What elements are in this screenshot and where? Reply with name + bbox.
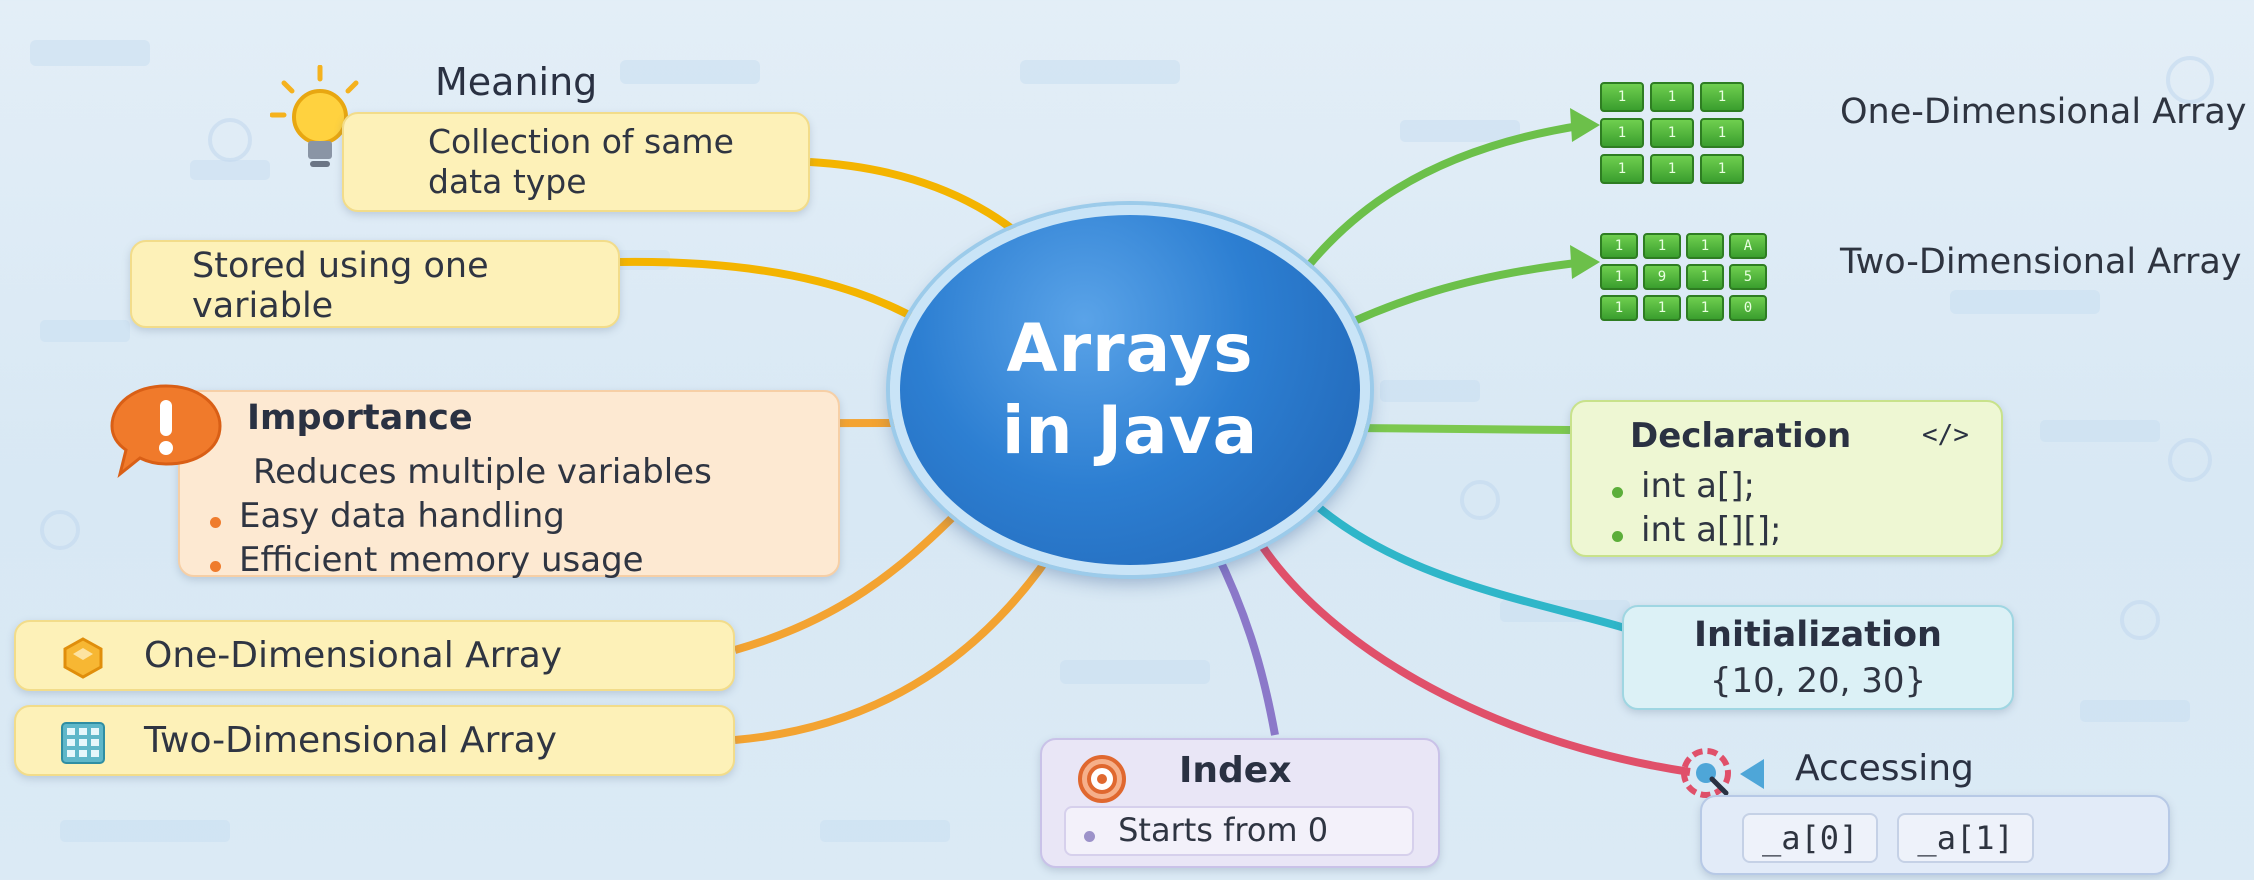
accessing-box: _a[0] _a[1] [1700, 795, 2170, 875]
array-cell: A [1729, 233, 1767, 259]
code-icon: </> [1922, 420, 1969, 450]
access-item-1: _a[0] [1742, 813, 1879, 863]
right-one-dim-label: One-Dimensional Array [1840, 92, 2247, 132]
array-cell: 1 [1643, 295, 1681, 321]
stored-text: Stored using one variable [192, 246, 489, 326]
right-two-dim-label: Two-Dimensional Array [1840, 242, 2242, 282]
access-item-2: _a[1] [1897, 813, 2034, 863]
index-text-box: Starts from 0 [1064, 806, 1414, 856]
array-cell: 1 [1686, 233, 1724, 259]
array-cell: 1 [1600, 264, 1638, 290]
array-cell: 1 [1700, 82, 1744, 112]
left-two-dim-label: Two-Dimensional Array [144, 720, 557, 761]
line-one-dim-left [733, 507, 963, 654]
lightbulb-icon [270, 65, 370, 167]
exclamation-icon [110, 384, 222, 478]
center-node: Arrays in Java [890, 205, 1370, 575]
line-stored [619, 257, 953, 344]
meaning-text: Collection of same data type [428, 122, 734, 201]
initialization-title: Initialization [1694, 615, 1942, 655]
declaration-box: Declaration </> int a[]; int a[][]; [1570, 400, 2003, 557]
array-cell: 9 [1643, 264, 1681, 290]
line-accessing [1251, 532, 1691, 776]
line-initialization [1307, 497, 1627, 632]
array-cell: 1 [1650, 154, 1694, 184]
magnifier-icon [1681, 748, 1764, 798]
grid-icon [61, 722, 105, 764]
declaration-item-1: int a[]; [1612, 464, 1755, 508]
array-cell: 1 [1650, 82, 1694, 112]
initialization-box: Initialization {10, 20, 30} [1622, 605, 2014, 710]
index-text: Starts from 0 [1118, 811, 1329, 849]
array-cell: 1 [1700, 118, 1744, 148]
cube-icon [63, 637, 103, 679]
index-box: Index Starts from 0 [1040, 738, 1440, 868]
declaration-item-2: int a[][]; [1612, 508, 1781, 552]
array-cell: 1 [1600, 118, 1644, 148]
left-one-dim-box[interactable]: One-Dimensional Array [14, 620, 735, 691]
initialization-value: {10, 20, 30} [1709, 661, 1927, 701]
center-title-line2: in Java [1001, 392, 1259, 469]
importance-item-1: Reduces multiple variables [253, 452, 712, 492]
importance-item-3: Efficient memory usage [210, 538, 644, 582]
left-one-dim-label: One-Dimensional Array [144, 635, 563, 676]
meaning-box: Collection of same data type [342, 112, 810, 212]
array-cell: 1 [1650, 118, 1694, 148]
array-cell: 1 [1686, 264, 1724, 290]
index-title: Index [1179, 750, 1292, 791]
center-title-line1: Arrays [1006, 310, 1254, 387]
array-cell: 1 [1686, 295, 1724, 321]
array-cell: 5 [1729, 264, 1767, 290]
array-cell: 1 [1600, 154, 1644, 184]
accessing-title: Accessing [1795, 748, 1974, 789]
line-index [1211, 548, 1279, 736]
left-two-dim-box[interactable]: Two-Dimensional Array [14, 705, 735, 776]
array-cell: 1 [1700, 154, 1744, 184]
importance-title: Importance [247, 398, 473, 438]
array-cell: 1 [1600, 82, 1644, 112]
importance-box: Importance Reduces multiple variables Ea… [178, 390, 840, 580]
array-cell: 1 [1600, 233, 1638, 259]
array-cell: 0 [1729, 295, 1767, 321]
meaning-title: Meaning [435, 60, 598, 104]
declaration-title: Declaration [1630, 416, 1852, 456]
importance-item-2: Easy data handling [210, 494, 565, 538]
array-cell: 1 [1600, 295, 1638, 321]
line-declaration [1349, 424, 1571, 434]
target-icon [1078, 755, 1126, 803]
stored-box: Stored using one variable [130, 240, 620, 328]
line-two-dim-left [734, 537, 1064, 744]
array-cell: 1 [1643, 233, 1681, 259]
